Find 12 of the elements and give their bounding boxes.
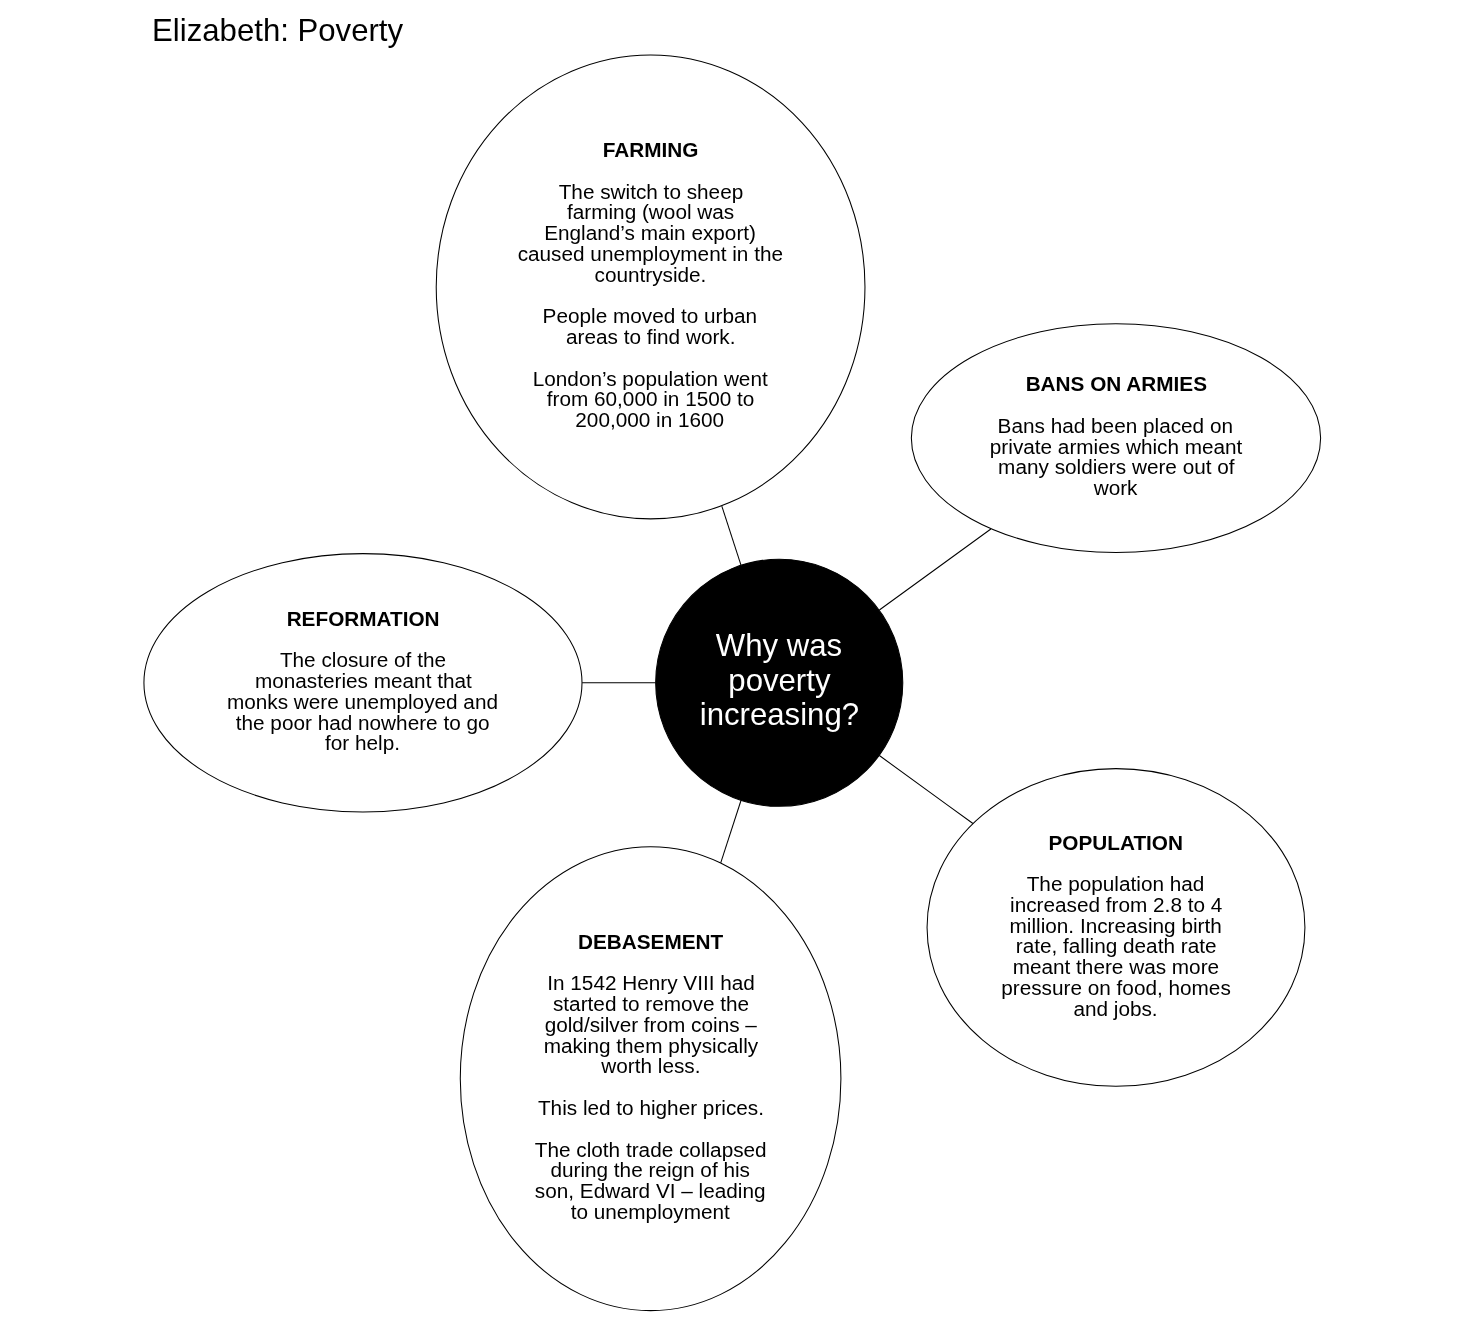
node-ellipse: REFORMATION The closure of the monasteries meant that monks were unemployed and the poor had nowhere to go for help.	[143, 553, 583, 813]
connector	[720, 800, 742, 864]
connector	[878, 528, 992, 611]
connector	[878, 755, 974, 825]
node-circle: FARMING The switch to sheep farming (wool was England’s main export) caused unemployment in the countryside. People moved to urban areas to find work. London’s population went from 60,000 in 1500 to 200,000 in 1600	[435, 54, 866, 520]
node-ellipse: POPULATION The population had increased from 2.8 to 4 million. Increasing birth rate, falling death rate meant there was more pressure on food, homes and jobs.	[926, 768, 1306, 1087]
node-ellipse: DEBASEMENT In 1542 Henry VIII had started to remove the gold/silver from coins – making them physically worth less. This led to higher prices. The cloth trade collapsed during the reign of his son, Edward VI – leading to unemployment	[459, 846, 842, 1312]
node-ellipse: BANS ON ARMIES Bans had been placed on private armies which meant many soldiers were out of work	[910, 323, 1322, 553]
connector	[581, 682, 656, 684]
node-circle: Why was poverty increasing?	[655, 558, 904, 807]
connector	[721, 505, 742, 566]
diagram-title: Elizabeth: Poverty	[152, 13, 404, 49]
